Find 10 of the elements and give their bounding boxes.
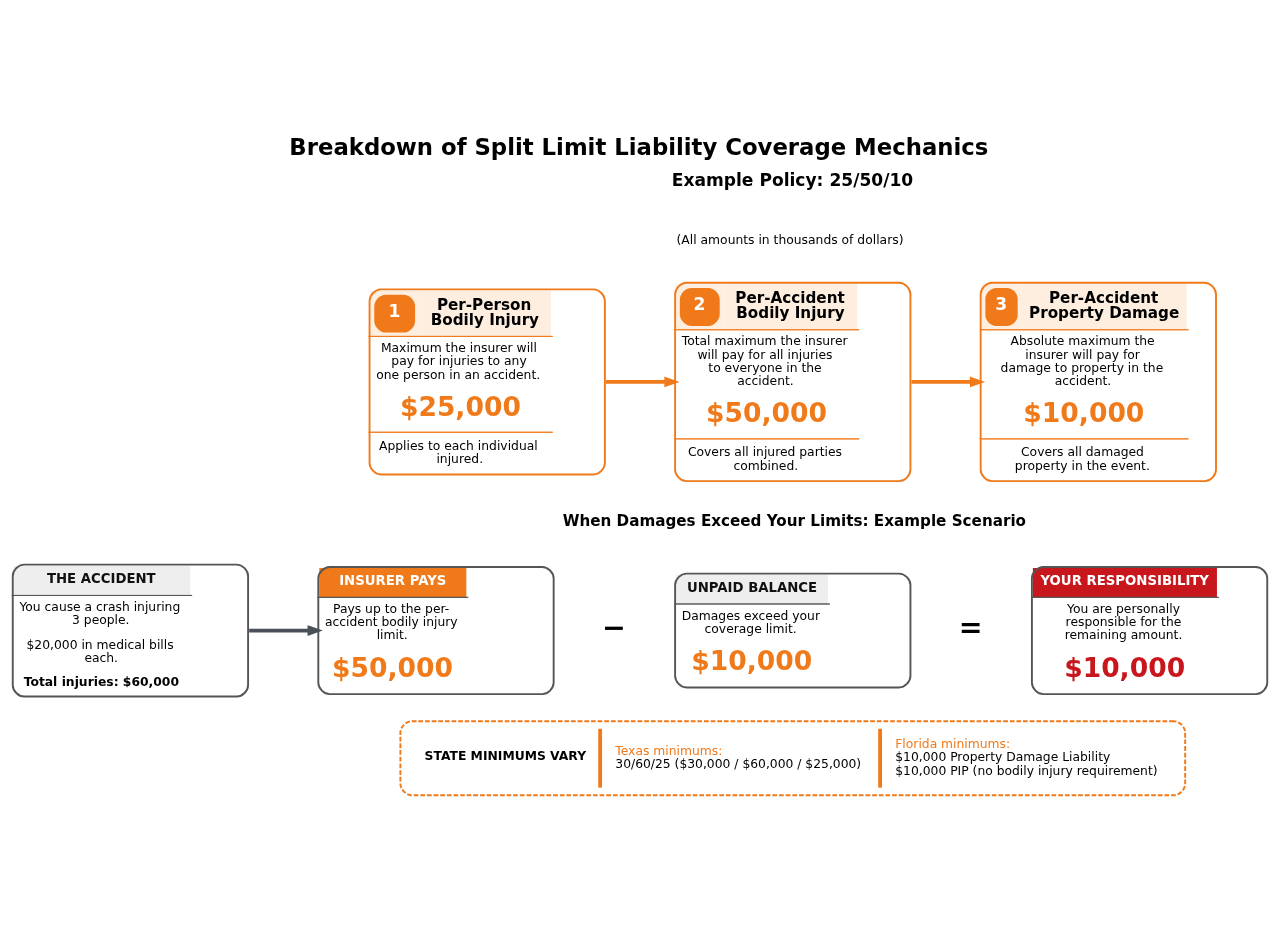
label: Example Policy: 25/50/10: [671, 169, 914, 190]
label: (All amounts in thousands of dollars): [676, 232, 904, 247]
label: −: [602, 610, 626, 644]
label: When Damages Exceed Your Limits: Example Scenario: [562, 511, 1027, 530]
node-box: STATE MINIMUMS VARY Texas minimums: 30/60/25 ($30,000 / $60,000 / $25,000) Florida minimums: $10,000 Property Damage Liability $10,000 PIP (no bodily injury requirement): [399, 719, 1187, 796]
arrow: [911, 376, 986, 387]
label: =: [958, 610, 983, 644]
diagram-title: Breakdown of Split Limit Liability Coverage Mechanics: [289, 133, 989, 160]
arrow: [606, 376, 680, 387]
arrow: [249, 624, 323, 636]
